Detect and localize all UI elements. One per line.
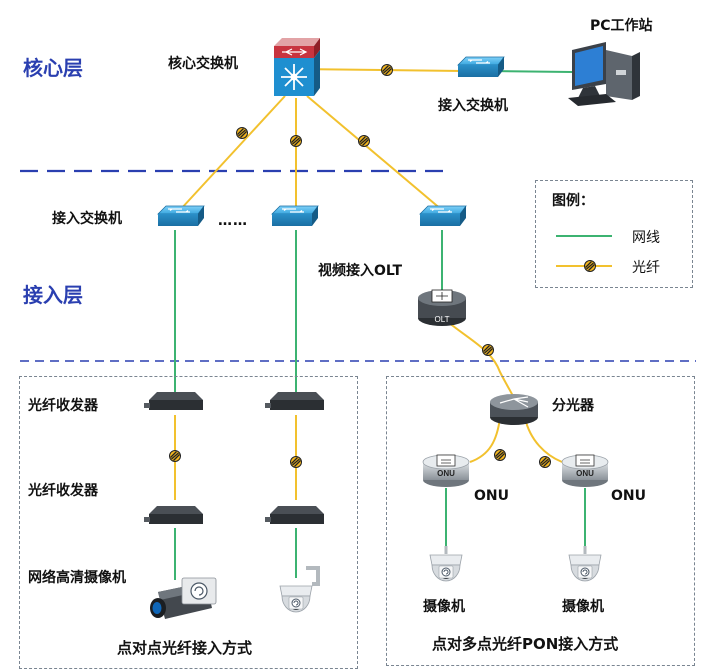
fiber-core-to-left-switch (179, 95, 286, 211)
ptp-caption: 点对点光纤接入方式 (117, 639, 253, 657)
access-switch-olt-icon (419, 205, 467, 227)
ptp-group-box (19, 376, 358, 669)
olt-chip-label: OLT (435, 315, 450, 324)
fiber-marker-1 (380, 63, 394, 77)
access-switch-top-icon (457, 56, 505, 78)
legend-cable-text: 网线 (632, 230, 660, 246)
pc-station-label: PC工作站 (590, 18, 653, 34)
fiber-marker-3 (289, 134, 303, 148)
pc-workstation-icon (568, 42, 640, 106)
splitter-icon (490, 394, 538, 425)
access-layer-label: 接入层 (23, 283, 83, 307)
onu-left-label: ONU (474, 488, 509, 504)
cable-links (174, 70, 586, 580)
access-switch-top-label: 接入交换机 (438, 98, 508, 114)
access-switch-mid-icon (271, 205, 319, 227)
ellipsis-label: …… (218, 213, 248, 229)
legend-title: 图例： (552, 193, 594, 209)
access-switch-left-label: 接入交换机 (52, 211, 122, 227)
box-camera-icon (150, 577, 217, 619)
fiber-splitter-to-onu-left (469, 417, 501, 463)
camera-left-label: 摄像机 (423, 599, 465, 615)
pon-caption: 点对多点光纤PON接入方式 (432, 635, 619, 653)
fiber-marker-7 (481, 343, 495, 357)
olt-device-icon (418, 289, 466, 326)
splitter-label: 分光器 (552, 398, 594, 414)
legend-box (535, 180, 693, 288)
fiber-transceiver-label-1: 光纤收发器 (28, 398, 98, 414)
video-olt-label: 视频接入OLT (318, 263, 403, 279)
hd-camera-label: 网络高清摄像机 (28, 570, 126, 586)
dome-camera-mid-icon (279, 566, 320, 613)
onu-right-label: ONU (611, 488, 646, 504)
core-switch-icon (274, 38, 320, 96)
onu-left-chip-label: ONU (437, 469, 455, 478)
camera-right-label: 摄像机 (562, 599, 604, 615)
dome-camera-right-icon (568, 546, 602, 582)
pon-group-box (386, 376, 695, 666)
core-switch-label: 核心交换机 (168, 56, 238, 72)
fiber-core-to-olt-switch (306, 95, 443, 211)
fiber-marker-4 (357, 134, 371, 148)
core-layer-label: 核心层 (23, 56, 83, 80)
access-switch-left-icon (157, 205, 205, 227)
fiber-transceiver-label-2: 光纤收发器 (28, 483, 98, 499)
fiber-core-to-pc-switch (295, 68, 463, 72)
legend-fiber-text: 光纤 (632, 260, 660, 276)
onu-right-chip-label: ONU (576, 469, 594, 478)
fiber-marker-2 (235, 126, 249, 140)
fiber-olt-to-splitter (447, 321, 515, 399)
dome-camera-left-icon (429, 546, 463, 582)
